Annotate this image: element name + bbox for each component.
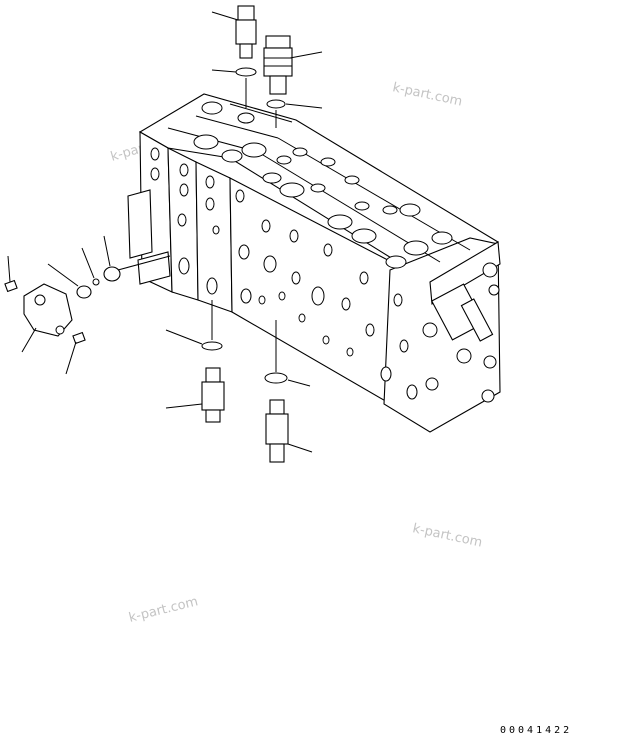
end-cover [23,283,73,337]
o-rings-bottom [201,341,288,384]
relief-valve-bottom-right [265,399,289,463]
relief-valve-top-left [235,5,257,59]
top-face-ports [193,101,453,269]
bolt-left-upper [4,279,18,293]
end-cap-bolts [422,262,500,403]
plug [76,285,92,299]
bottom-leader-lines [165,300,313,453]
watermark-bottom-left: k-part.com [127,594,199,626]
spring-washer [92,278,100,286]
relief-valve-top-right [263,35,293,95]
front-face-ports [150,147,418,400]
left-leader-lines [7,235,171,375]
spacer [103,266,121,282]
relief-valve-bottom-left [201,367,225,423]
bolt-left-lower [72,331,86,345]
watermark-middle-right: k-part.com [411,521,483,550]
drawing-code: 00041422 [500,725,572,736]
watermark-top-right: k-part.com [391,80,463,109]
top-leader-lines [211,11,323,128]
